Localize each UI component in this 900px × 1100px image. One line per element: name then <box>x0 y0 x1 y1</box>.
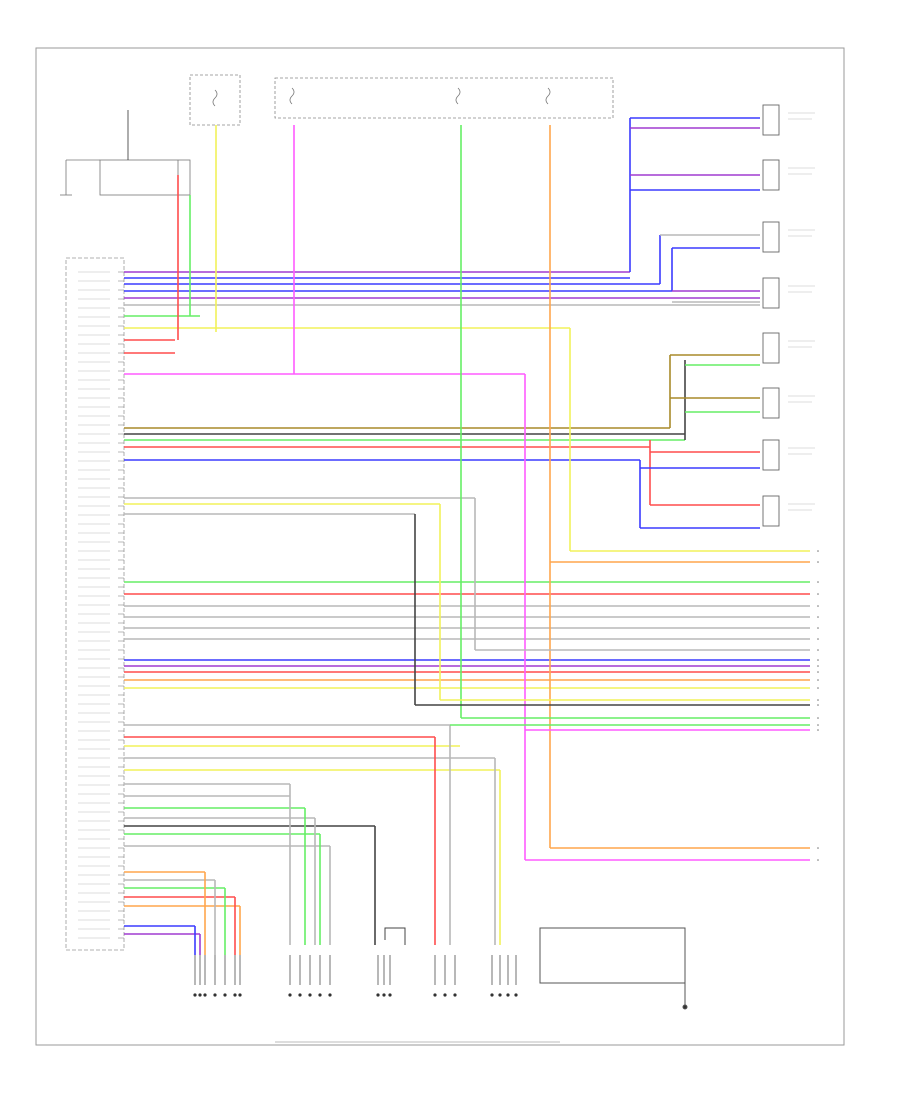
right-terminals <box>817 550 819 861</box>
speaker-7 <box>762 495 780 527</box>
connector-dot <box>298 993 302 997</box>
audio-unit-pins <box>78 271 124 939</box>
connector-dot <box>193 993 197 997</box>
connector-dot <box>198 993 202 997</box>
terminal-dot <box>817 679 819 681</box>
terminal-dot <box>817 729 819 731</box>
mid-component <box>384 927 406 945</box>
terminal-dot <box>817 605 819 607</box>
connector-dot <box>443 993 447 997</box>
terminal-dot <box>817 649 819 651</box>
audio-unit-box <box>65 257 125 951</box>
terminal-dot <box>817 638 819 640</box>
terminal-dot <box>817 847 819 849</box>
connector-dot <box>453 993 457 997</box>
antenna-component <box>60 110 191 196</box>
connector-dot <box>203 993 207 997</box>
speaker-4 <box>762 332 780 364</box>
wires <box>124 117 810 955</box>
diagram-frame <box>35 47 845 1046</box>
terminal-dot <box>817 550 819 552</box>
speakers <box>762 104 815 527</box>
speaker-0 <box>762 104 780 136</box>
connector-dot <box>506 993 510 997</box>
terminal-dot <box>817 616 819 618</box>
ground-symbol <box>539 927 688 1010</box>
connector-dot <box>238 993 242 997</box>
speaker-6 <box>762 439 780 471</box>
speaker-5 <box>762 387 780 419</box>
connector-dot <box>308 993 312 997</box>
connector-dot <box>223 993 227 997</box>
terminal-dot <box>817 724 819 726</box>
fuse-symbols <box>212 87 551 107</box>
bottom-connectors <box>193 955 518 997</box>
fuse-boxes <box>189 74 614 126</box>
terminal-dot <box>817 659 819 661</box>
connector-dot <box>213 993 217 997</box>
speaker-3 <box>762 277 780 309</box>
connector-dot <box>382 993 386 997</box>
connector-dot <box>498 993 502 997</box>
terminal-dot <box>817 593 819 595</box>
speaker-1 <box>762 159 780 191</box>
connector-dot <box>376 993 380 997</box>
terminal-dot <box>817 627 819 629</box>
connector-dot <box>433 993 437 997</box>
terminal-dot <box>817 581 819 583</box>
terminal-dot <box>817 665 819 667</box>
connector-dot <box>514 993 518 997</box>
terminal-dot <box>817 859 819 861</box>
fuse-box-center <box>274 77 614 119</box>
terminal-dot <box>817 699 819 701</box>
connector-dot <box>490 993 494 997</box>
speaker-2 <box>762 221 780 253</box>
terminal-dot <box>817 561 819 563</box>
fuse-box-left <box>189 74 241 126</box>
terminal-dot <box>817 717 819 719</box>
connector-dot <box>328 993 332 997</box>
terminal-dot <box>817 671 819 673</box>
connector-dot <box>233 993 237 997</box>
connector-dot <box>318 993 322 997</box>
connector-dot <box>288 993 292 997</box>
terminal-dot <box>817 687 819 689</box>
connector-dot <box>388 993 392 997</box>
terminal-dot <box>817 704 819 706</box>
